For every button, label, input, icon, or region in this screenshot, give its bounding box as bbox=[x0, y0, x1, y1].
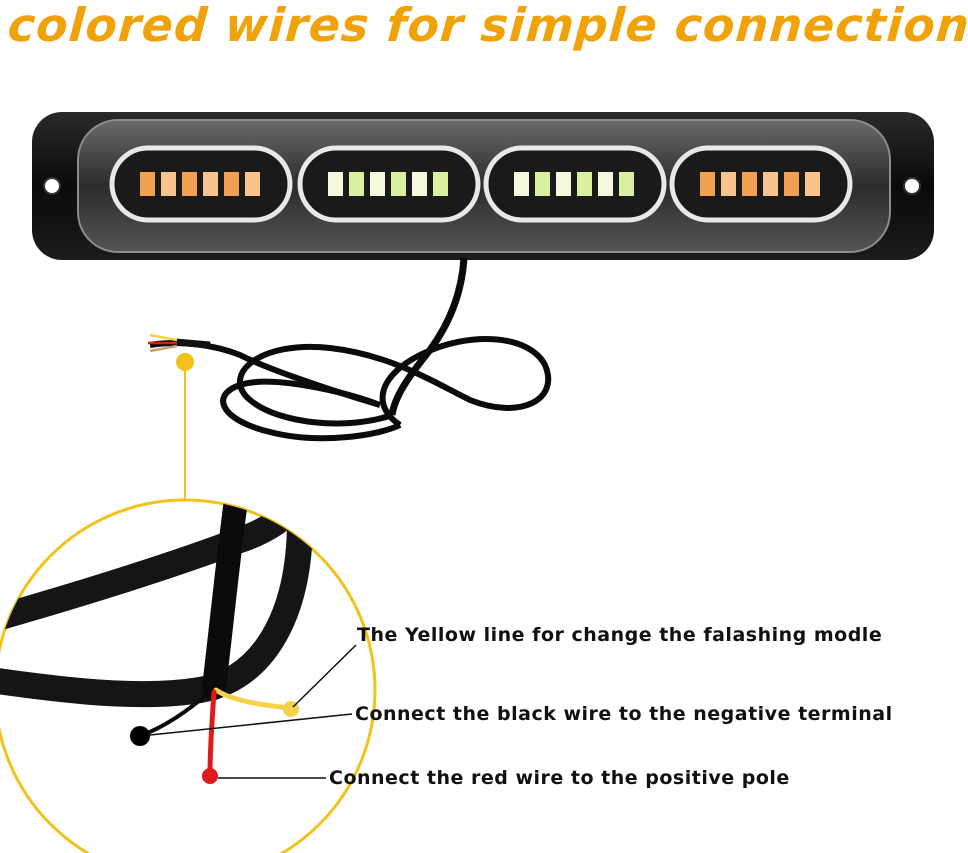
led-chip bbox=[742, 172, 757, 196]
mount-hole-right bbox=[903, 177, 921, 195]
wire-ends-small bbox=[148, 333, 211, 353]
led-module-4 bbox=[669, 145, 853, 223]
led-light-bar bbox=[32, 112, 934, 260]
led-chip bbox=[161, 172, 176, 196]
led-chip bbox=[433, 172, 448, 196]
led-chip bbox=[349, 172, 364, 196]
led-module-1 bbox=[109, 145, 293, 223]
coiled-wire-bundle bbox=[149, 336, 552, 442]
led-chip bbox=[700, 172, 715, 196]
led-chip bbox=[412, 172, 427, 196]
label-red-wire: Connect the red wire to the positive pol… bbox=[329, 767, 790, 789]
magnified-view bbox=[0, 498, 377, 853]
led-chip bbox=[535, 172, 550, 196]
mount-hole-left bbox=[43, 177, 61, 195]
led-module-2 bbox=[297, 145, 481, 223]
red-wire-end bbox=[202, 768, 218, 784]
led-chip bbox=[391, 172, 406, 196]
label-black-wire: Connect the black wire to the negative t… bbox=[355, 703, 893, 725]
yellow-pointer-line bbox=[292, 644, 357, 708]
black-pointer-line bbox=[149, 713, 353, 736]
led-chip bbox=[514, 172, 529, 196]
led-chip bbox=[784, 172, 799, 196]
led-chip bbox=[577, 172, 592, 196]
led-chip bbox=[556, 172, 571, 196]
led-chip bbox=[805, 172, 820, 196]
label-yellow-wire: The Yellow line for change the falashing… bbox=[357, 624, 883, 646]
led-chip bbox=[203, 172, 218, 196]
led-chip bbox=[224, 172, 239, 196]
led-chip bbox=[721, 172, 736, 196]
led-chip bbox=[140, 172, 155, 196]
led-chip bbox=[619, 172, 634, 196]
callout-marker bbox=[176, 353, 194, 371]
led-chip bbox=[245, 172, 260, 196]
led-module-3 bbox=[483, 145, 667, 223]
led-chip bbox=[763, 172, 778, 196]
black-wire-end bbox=[130, 726, 150, 746]
led-chip bbox=[328, 172, 343, 196]
led-chip bbox=[370, 172, 385, 196]
led-chip bbox=[598, 172, 613, 196]
led-chip bbox=[182, 172, 197, 196]
